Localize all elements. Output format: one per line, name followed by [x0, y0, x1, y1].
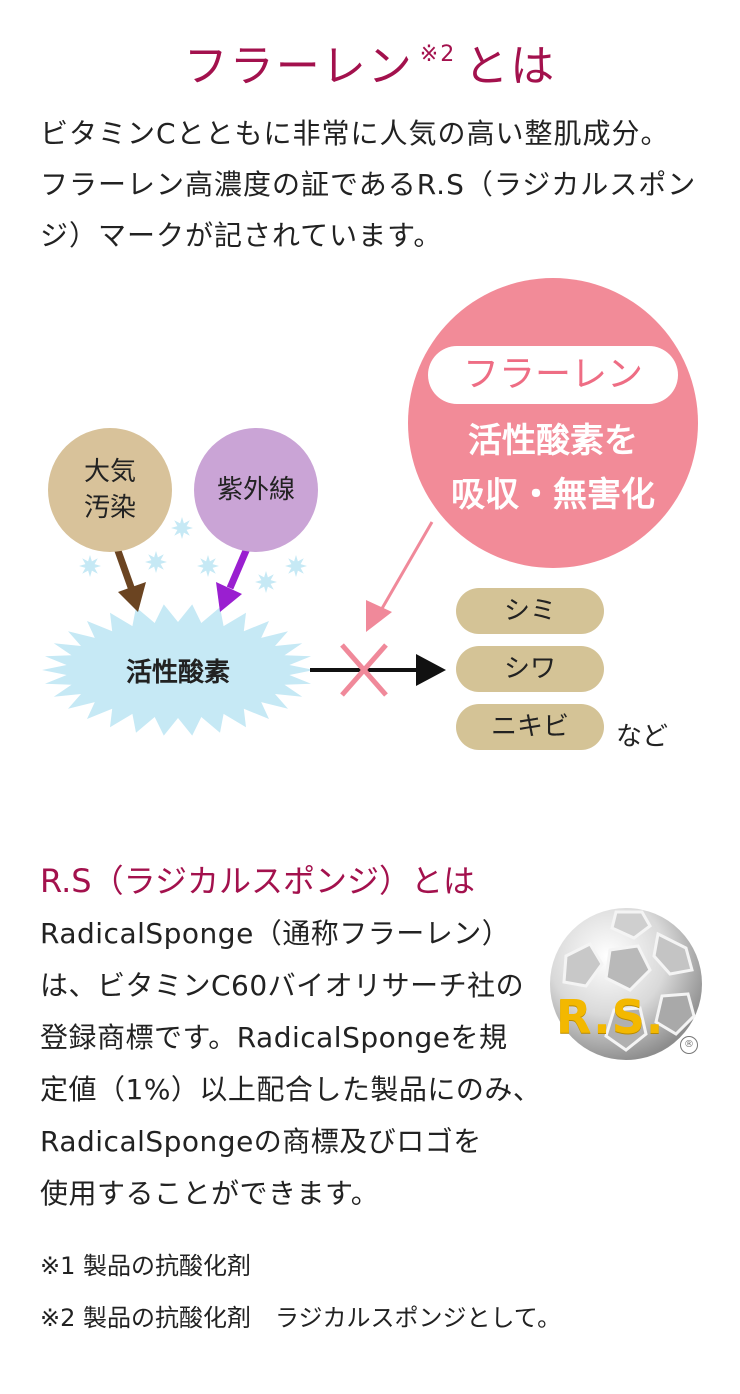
title-main: フラーレン	[183, 41, 414, 92]
intro-line: ビタミンCとともに非常に人気の高い整肌成分。	[40, 117, 670, 150]
active-oxygen-burst	[42, 604, 314, 736]
active-oxygen-label: 活性酸素	[125, 658, 230, 688]
footnote: ※1 製品の抗酸化剤	[40, 1252, 252, 1280]
sparkle-icon	[285, 555, 307, 577]
uv-arrowhead	[216, 582, 242, 612]
footnotes: ※1 製品の抗酸化剤 ※2 製品の抗酸化剤 ラジカルスポンジとして。	[40, 1240, 561, 1344]
uv-arrow	[226, 544, 252, 590]
fullerene-arrowhead	[366, 600, 392, 632]
rs-description: RadicalSponge（通称フラーレン） は、ビタミンC60バイオリサーチ社…	[40, 908, 542, 1220]
rs-line: RadicalSpongeの商標及びロゴを	[40, 1125, 482, 1158]
title-suffix: とは	[464, 41, 557, 92]
fullerene-effect-text: 活性酸素を 吸収・無害化	[408, 414, 698, 522]
rs-line: RadicalSponge（通称フラーレン）	[40, 917, 511, 950]
fullerene-effect-line: 吸収・無害化	[451, 475, 655, 515]
air-pollution-arrow	[113, 546, 136, 592]
rs-line: 登録商標です。RadicalSpongeを規	[40, 1021, 508, 1054]
uv-label: 紫外線	[216, 475, 295, 505]
fullerene-effect-line: 活性酸素を	[468, 421, 638, 461]
etc-label: など	[616, 722, 669, 752]
footnote: ※2 製品の抗酸化剤 ラジカルスポンジとして。	[40, 1304, 562, 1332]
intro-line: フラーレン高濃度の証であるR.S（ラジカルスポン	[40, 168, 697, 201]
title-footnote-mark: ※2	[419, 42, 457, 67]
air-pollution-circle: 大気 汚染	[48, 428, 172, 552]
sparkle-icon	[255, 571, 277, 593]
rs-line: 使用することができます。	[40, 1177, 380, 1210]
sparkle-icon	[79, 555, 101, 577]
result-tag-spots: シミ	[456, 588, 604, 634]
result-tag-wrinkles: シワ	[456, 646, 604, 692]
uv-circle: 紫外線	[194, 428, 318, 552]
sparkles-group	[79, 517, 307, 593]
rs-logo-ball-icon	[550, 908, 702, 1060]
rs-line: 定値（1%）以上配合した製品にのみ、	[40, 1073, 542, 1106]
rs-heading: R.S（ラジカルスポンジ）とは	[40, 862, 475, 900]
result-tag-acne: ニキビ	[456, 704, 604, 750]
registered-mark-icon: ®	[680, 1036, 698, 1054]
cross-mark-b	[340, 643, 388, 697]
sparkle-icon	[145, 551, 167, 573]
page-title: フラーレン※2 とは	[0, 30, 740, 94]
rs-line: は、ビタミンC60バイオリサーチ社の	[40, 969, 525, 1002]
intro-paragraph: ビタミンCとともに非常に人気の高い整肌成分。 フラーレン高濃度の証であるR.S（…	[40, 108, 720, 261]
air-pollution-arrowhead	[118, 582, 146, 612]
rs-logo-text: R.S.	[556, 990, 665, 1044]
sparkle-icon	[197, 555, 219, 577]
sparkle-icon	[171, 517, 193, 539]
air-pollution-label: 大気	[83, 457, 136, 487]
air-pollution-label: 汚染	[83, 493, 136, 523]
fullerene-circle	[408, 278, 698, 568]
result-arrowhead	[416, 654, 446, 686]
fullerene-label: フラーレン	[428, 346, 678, 404]
diagram-graphics	[42, 517, 446, 736]
intro-line: ジ）マークが記されています。	[40, 219, 443, 252]
fullerene-arrow	[378, 521, 434, 613]
